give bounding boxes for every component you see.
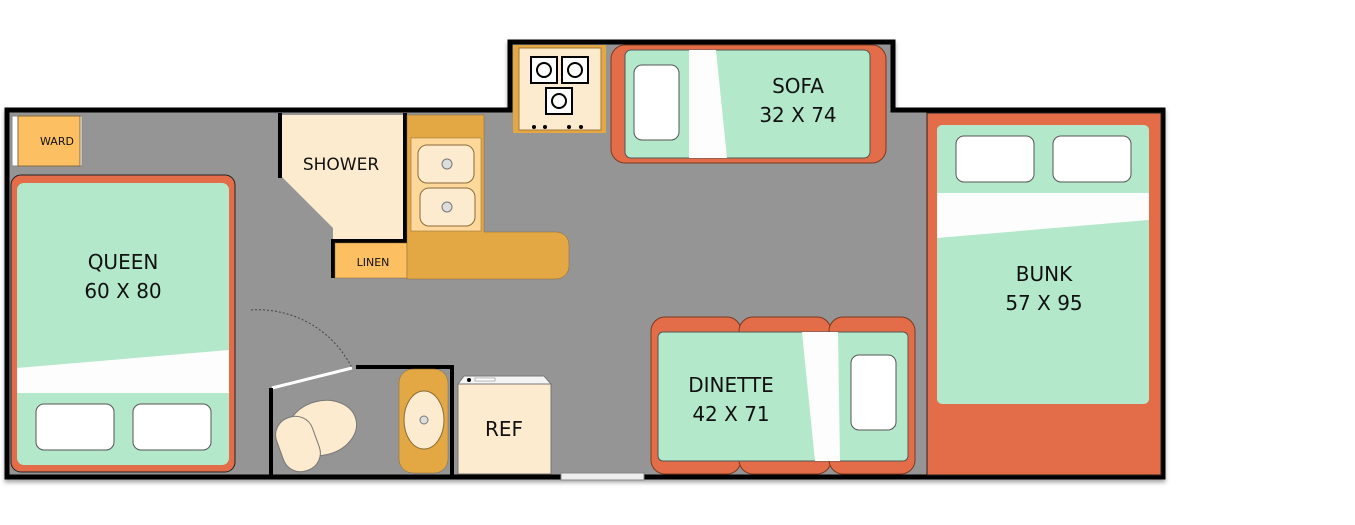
bunk-label: BUNK	[1016, 262, 1073, 286]
bathroom	[250, 309, 454, 475]
linen-label: LINEN	[357, 256, 390, 269]
kitchen-counter	[406, 114, 570, 280]
wardrobe-label: WARD	[40, 135, 74, 148]
dinette: DINETTE 42 X 71	[650, 316, 916, 475]
sofa-label: SOFA	[772, 74, 824, 98]
bunk-bed: BUNK 57 X 95	[926, 112, 1162, 476]
shower: SHOWER	[278, 113, 407, 278]
linen-closet: LINEN	[334, 242, 408, 279]
entry-door[interactable]	[560, 472, 645, 481]
dinette-size: 42 X 71	[692, 402, 769, 426]
dinette-label: DINETTE	[688, 373, 774, 397]
stove	[513, 45, 606, 133]
wardrobe: WARD	[11, 115, 83, 167]
bathroom-sink	[398, 368, 449, 474]
refrigerator-label: REF	[485, 417, 523, 441]
sofa-size: 32 X 74	[759, 103, 836, 127]
burner-icon	[530, 56, 589, 115]
bathroom-door[interactable]	[271, 366, 353, 390]
refrigerator: REF	[457, 375, 553, 475]
toilet-icon	[275, 399, 358, 473]
bunk-size: 57 X 95	[1005, 291, 1082, 315]
queen-bed: QUEEN 60 X 80	[10, 174, 236, 473]
shower-label: SHOWER	[303, 155, 380, 175]
queen-bed-size: 60 X 80	[84, 279, 161, 303]
queen-bed-label: QUEEN	[88, 250, 159, 274]
sofa: SOFA 32 X 74	[610, 44, 887, 164]
drain-icon	[441, 158, 453, 213]
